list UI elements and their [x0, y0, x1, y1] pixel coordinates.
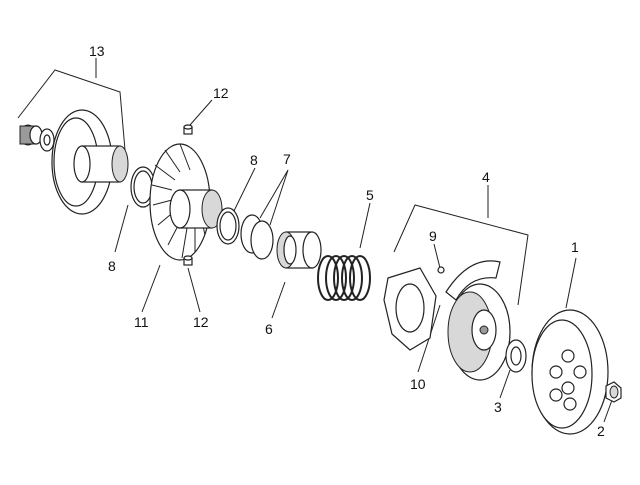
part-3-washer-inner [510, 346, 522, 366]
part-8-ring-left-inner [133, 170, 153, 204]
part-10-clutch-assembly [445, 260, 511, 381]
label-12-bottom: 12 [193, 314, 209, 330]
label-9: 9 [429, 228, 437, 244]
part-12-pin-bottom [183, 255, 193, 266]
part-6-sleeve [276, 231, 322, 269]
label-3: 3 [494, 399, 502, 415]
part-2-nut [605, 381, 622, 403]
label-8-left: 8 [108, 258, 116, 274]
label-1: 1 [571, 239, 579, 255]
part-7-o-ring-b [250, 220, 274, 260]
part-4-clutch-plate [383, 267, 437, 351]
part-11-movable-pulley [149, 143, 223, 261]
label-7: 7 [283, 151, 291, 167]
label-5: 5 [366, 187, 374, 203]
label-10: 10 [410, 376, 426, 392]
part-1-clutch-bell [531, 309, 609, 435]
part-9-pin [437, 266, 445, 274]
part-12-pin-top [183, 124, 193, 135]
label-12-top: 12 [213, 85, 229, 101]
label-8-right: 8 [250, 152, 258, 168]
label-13: 13 [89, 43, 105, 59]
label-11: 11 [134, 314, 149, 330]
label-2: 2 [597, 423, 605, 439]
label-6: 6 [265, 321, 273, 337]
label-4: 4 [482, 169, 490, 185]
part-13-fixed-pulley-assembly [19, 109, 129, 215]
part-5-spring [317, 255, 371, 301]
part-8-ring-right-inner [219, 211, 237, 241]
